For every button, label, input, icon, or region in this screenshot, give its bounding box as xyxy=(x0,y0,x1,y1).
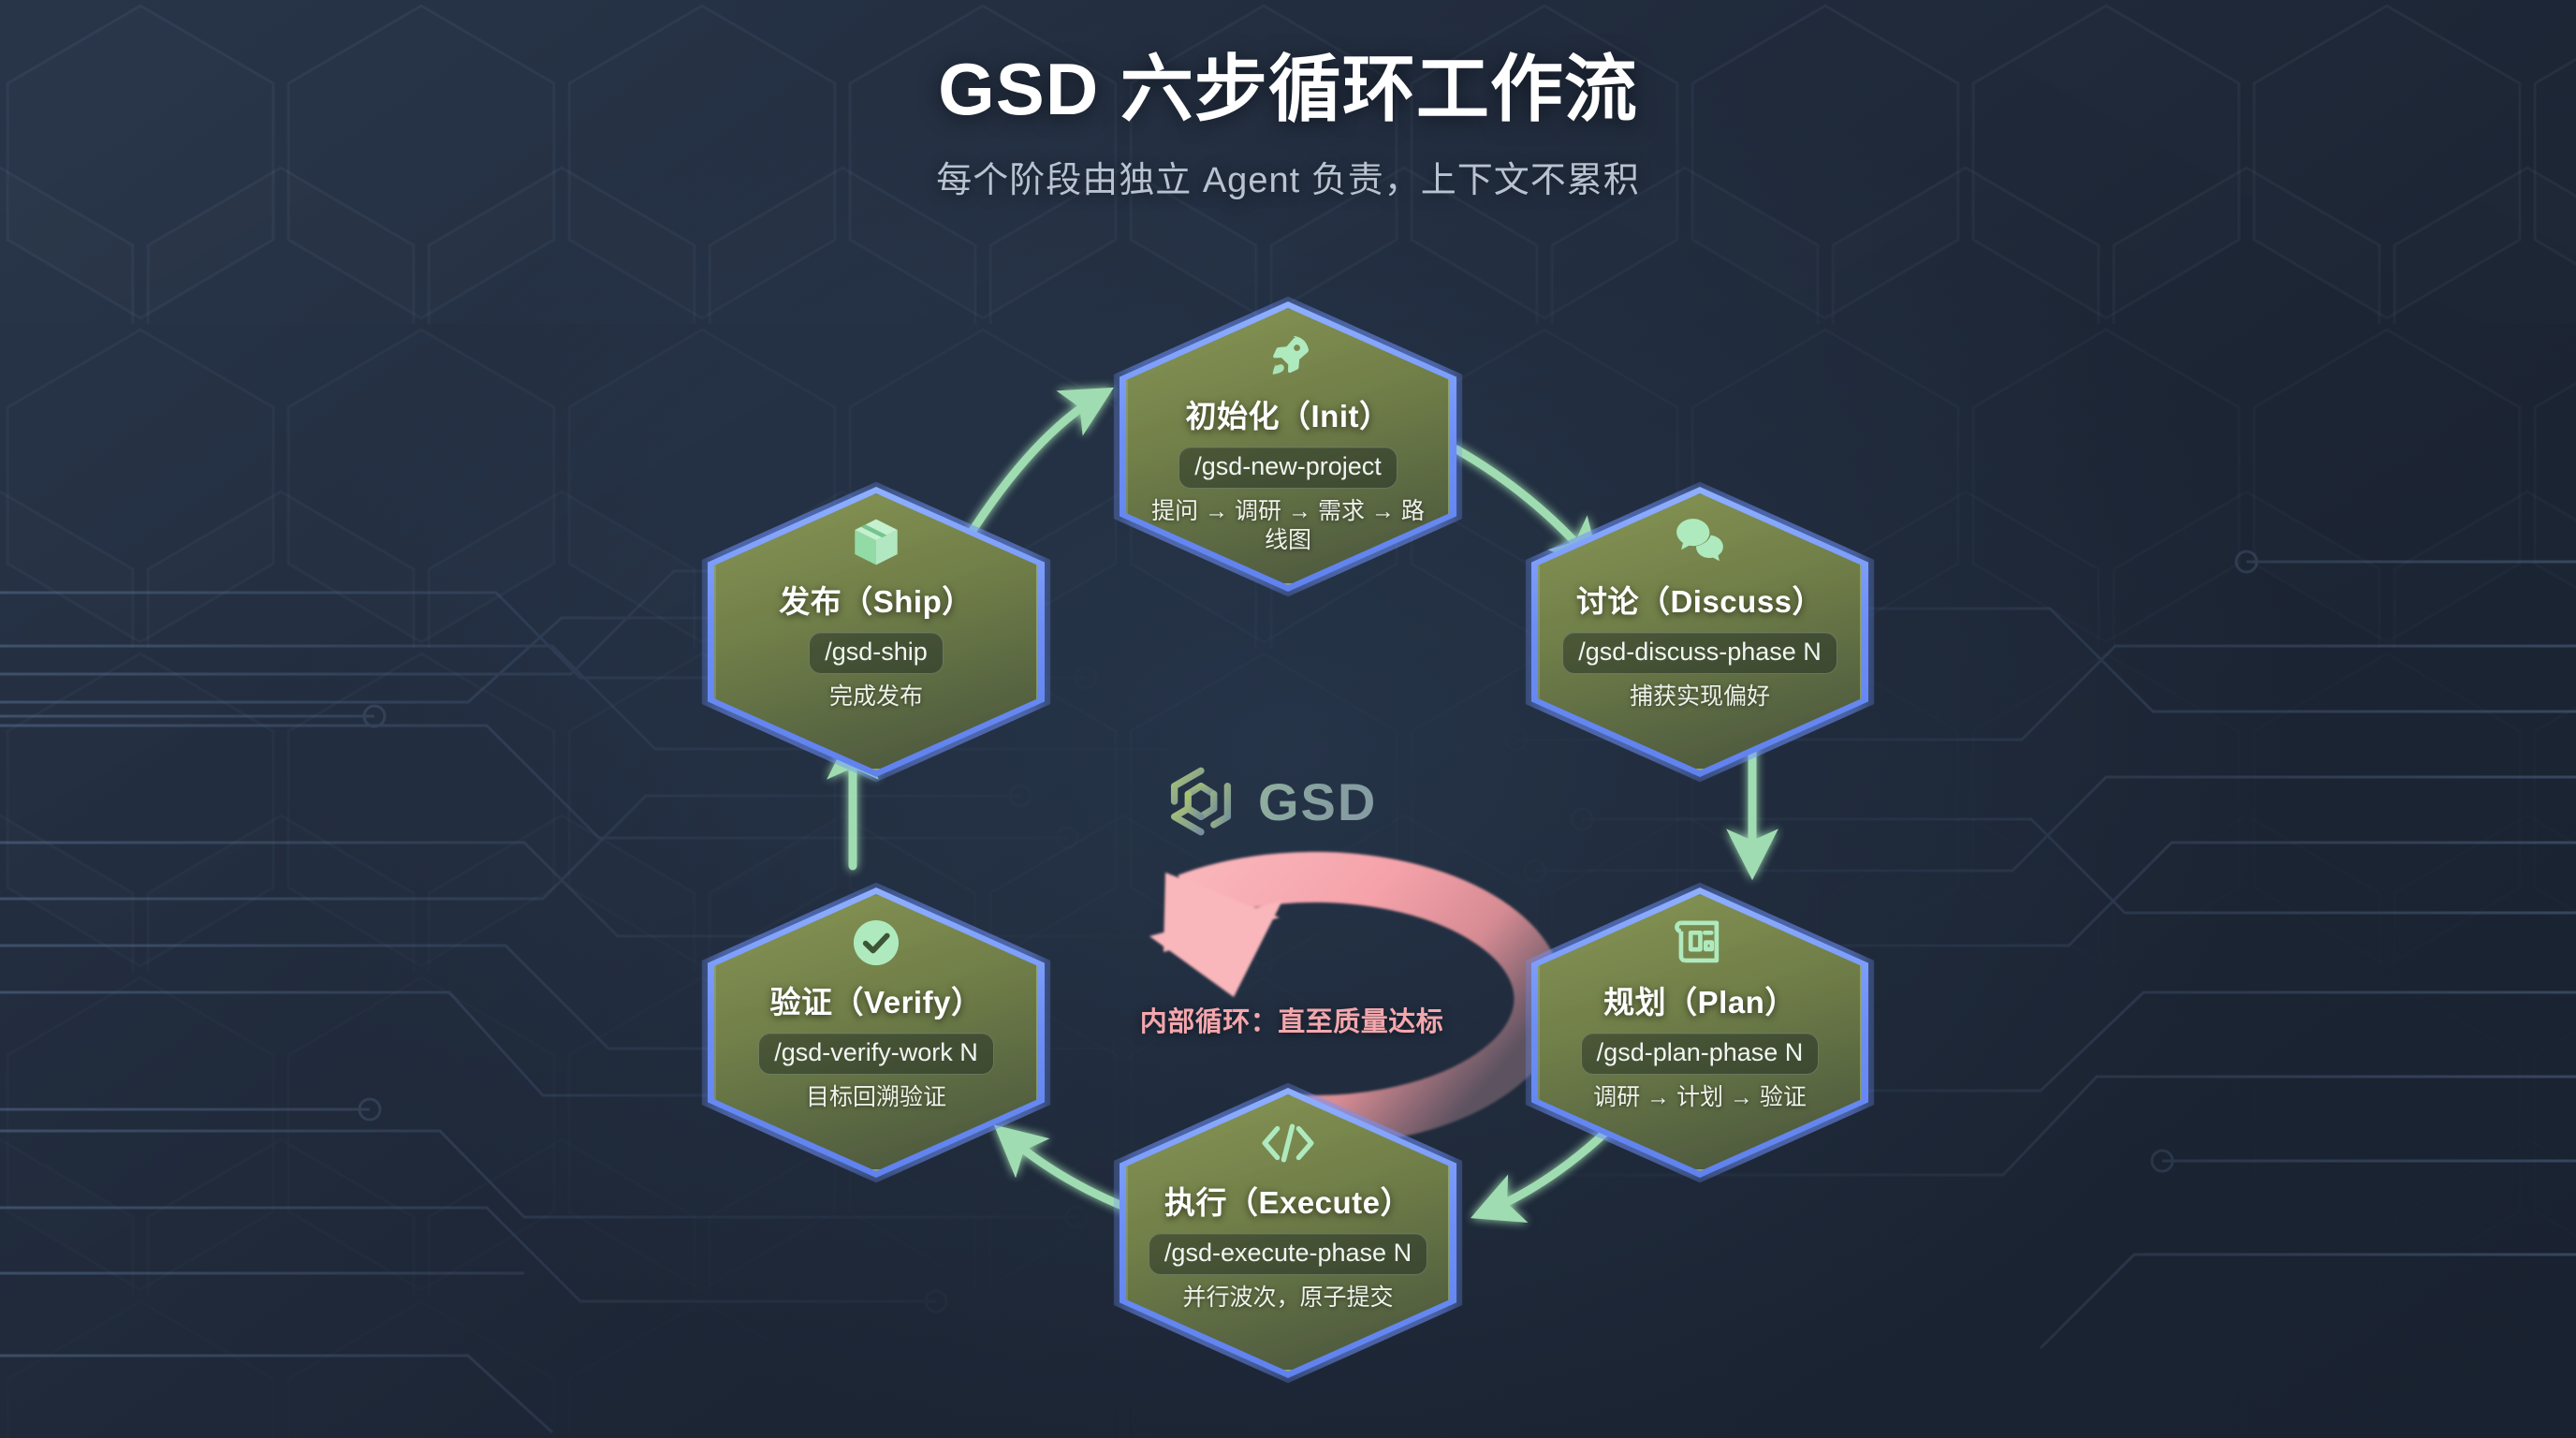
node-title: 验证（Verify） xyxy=(769,985,983,1020)
rocket-icon xyxy=(1262,328,1314,386)
node-title: 讨论（Discuss） xyxy=(1575,584,1824,619)
page-subtitle: 每个阶段由独立 Agent 负责，上下文不累积 xyxy=(936,161,1640,201)
hexagon-aperture-icon xyxy=(1170,767,1232,836)
node-description: 提问 → 调研 → 需求 → 路线图 xyxy=(1151,498,1425,553)
code-tag-icon xyxy=(1259,1114,1317,1172)
logo-wordmark: GSD xyxy=(1258,771,1378,831)
node-title: 初始化（Init） xyxy=(1185,399,1391,433)
inner-loop-label: 内部循环：直至质量达标 xyxy=(1139,1007,1444,1037)
node-description: 捕获实现偏好 xyxy=(1629,683,1770,710)
header: GSD 六步循环工作流 每个阶段由独立 Agent 负责，上下文不累积 xyxy=(0,48,2576,202)
center-logo: GSD xyxy=(1161,760,1415,843)
check-circle-icon xyxy=(850,914,902,972)
node-discuss[interactable]: 讨论（Discuss） /gsd-discuss-phase N 捕获实现偏好 xyxy=(1525,481,1875,783)
speech-bubbles-icon xyxy=(1673,513,1727,571)
node-description: 并行波次，原子提交 xyxy=(1182,1284,1394,1311)
node-command[interactable]: /gsd-ship xyxy=(809,632,944,674)
page-title: GSD 六步循环工作流 xyxy=(938,48,1638,130)
node-ship[interactable]: 发布（Ship） /gsd-ship 完成发布 xyxy=(701,481,1051,783)
node-title: 发布（Ship） xyxy=(779,584,973,619)
node-title: 规划（Plan） xyxy=(1603,985,1796,1020)
node-description: 调研 → 计划 → 验证 xyxy=(1593,1084,1807,1110)
node-title: 执行（Execute） xyxy=(1164,1185,1412,1220)
blueprint-icon xyxy=(1673,914,1727,972)
node-command[interactable]: /gsd-discuss-phase N xyxy=(1562,632,1837,674)
node-init[interactable]: 初始化（Init） /gsd-new-project 提问 → 调研 → 需求 … xyxy=(1113,296,1463,597)
node-command[interactable]: /gsd-verify-work N xyxy=(758,1033,994,1075)
node-command[interactable]: /gsd-execute-phase N xyxy=(1148,1233,1428,1275)
node-command[interactable]: /gsd-plan-phase N xyxy=(1580,1033,1820,1075)
node-verify[interactable]: 验证（Verify） /gsd-verify-work N 目标回溯验证 xyxy=(701,882,1051,1183)
node-execute[interactable]: 执行（Execute） /gsd-execute-phase N 并行波次，原子… xyxy=(1113,1082,1463,1384)
node-command[interactable]: /gsd-new-project xyxy=(1178,447,1398,489)
node-plan[interactable]: 规划（Plan） /gsd-plan-phase N 调研 → 计划 → 验证 xyxy=(1525,882,1875,1183)
node-description: 目标回溯验证 xyxy=(805,1084,946,1110)
package-box-icon xyxy=(849,513,903,571)
node-description: 完成发布 xyxy=(828,683,923,710)
